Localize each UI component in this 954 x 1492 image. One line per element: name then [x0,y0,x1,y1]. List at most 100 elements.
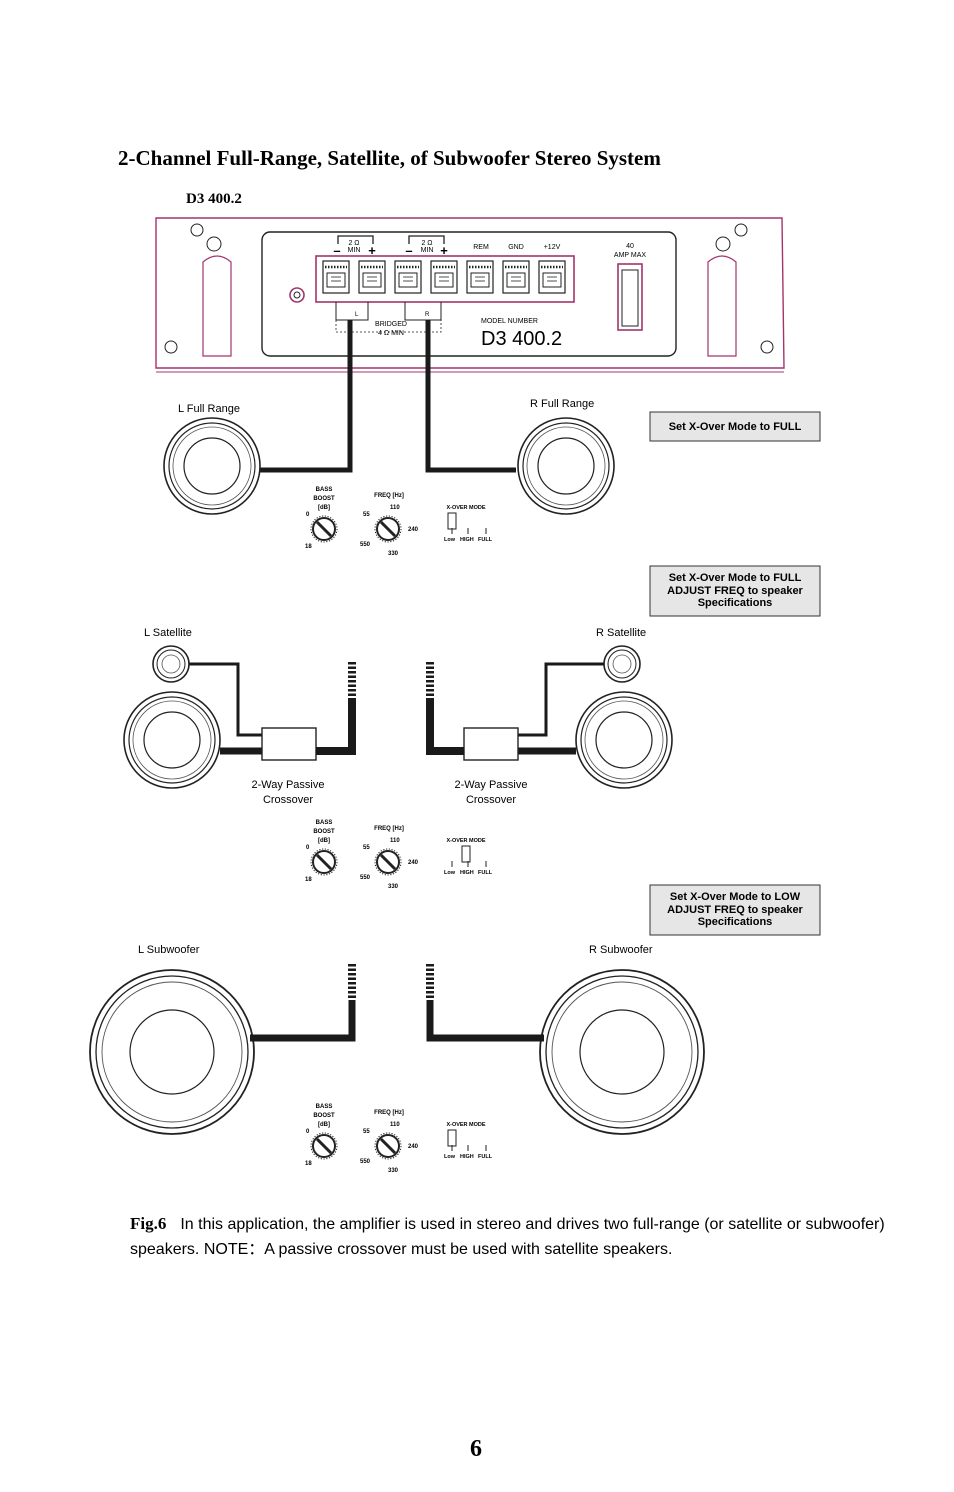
l-satellite-label: L Satellite [144,627,192,639]
bass-boost-unit: [dB] [318,1122,330,1128]
note-sub-2: ADJUST FREQ to speaker [667,904,803,916]
page-number: 6 [470,1436,482,1462]
freq-240: 240 [408,860,419,866]
model-label: D3 400.2 [186,191,242,207]
subwoofer-section: L Subwoofer R Subwoofer Set X-Over Mode … [89,884,821,1135]
bass-boost-label-2: BOOST [313,829,335,835]
bridged-min-label: 4 Ω MIN [378,330,404,337]
r-subwoofer-speaker [539,969,705,1135]
r-satellite-tweeter [603,645,641,683]
r-satellite-woofer [575,691,673,789]
ohm-min-label-2: 2 Ω [421,240,432,247]
r-full-range-speaker [517,417,615,515]
control-panel-2: BASS BOOST [dB] 0 18 FREQ [Hz] 55 110 24… [305,820,493,890]
bridged-label: BRIDGED [375,321,407,328]
freq-dial [373,514,403,544]
xover-full: FULL [478,537,493,543]
l-crossover-label-1: 2-Way Passive [252,779,325,791]
figure-caption-text: In this application, the amplifier is us… [130,1216,885,1258]
xover-label: X-OVER MODE [446,1122,485,1128]
plus-label-2: + [440,243,448,258]
l-subwoofer-speaker [89,969,255,1135]
minus-label-1: – [333,243,340,258]
gnd-label: GND [508,244,524,251]
amp-max-value: 40 [626,243,634,250]
amp-max-label: AMP MAX [614,252,646,259]
freq-label: FREQ [Hz] [374,1110,404,1116]
note-full: Set X-Over Mode to FULL [669,421,802,433]
freq-550: 550 [360,1159,371,1165]
bass-boost-dial [309,847,339,877]
freq-110: 110 [390,838,400,844]
xover-low: Low [444,870,456,876]
v12-label: +12V [544,244,561,251]
l-satellite-tweeter [152,645,190,683]
ohm-min-label-2b: MIN [421,247,434,254]
freq-330: 330 [388,1168,399,1174]
right-channel-label: R [425,312,430,318]
freq-label: FREQ [Hz] [374,826,404,832]
bass-boost-label: BASS [316,1104,333,1110]
bass-boost-label: BASS [316,487,333,493]
xover-low: Low [444,1154,456,1160]
minus-label-2: – [405,243,412,258]
satellite-section: L Satellite R Satellite 2-Way Passive Cr… [123,565,821,806]
bass-boost-min: 0 [306,845,310,851]
freq-240: 240 [408,1144,419,1150]
freq-label: FREQ [Hz] [374,493,404,499]
ohm-min-label-1: 2 Ω [348,240,359,247]
xover-label: X-OVER MODE [446,505,485,511]
bass-boost-label-2: BOOST [313,496,335,502]
r-crossover-label-2: Crossover [466,794,516,806]
bass-boost-min: 0 [306,1129,310,1135]
bass-boost-max: 18 [305,1161,312,1167]
l-subwoofer-label: L Subwoofer [138,944,200,956]
freq-550: 550 [360,875,371,881]
note-sat-3: Specifications [698,597,773,609]
freq-110: 110 [390,1122,400,1128]
bass-boost-min: 0 [306,512,310,518]
freq-110: 110 [390,505,400,511]
page-title: 2-Channel Full-Range, Satellite, of Subw… [118,146,661,170]
freq-dial [373,1131,403,1161]
bass-boost-label-2: BOOST [313,1113,335,1119]
r-satellite-label: R Satellite [596,627,646,639]
r-full-range-label: R Full Range [530,398,594,410]
freq-dial [373,847,403,877]
l-crossover-label-2: Crossover [263,794,313,806]
bass-boost-max: 18 [305,544,312,550]
l-full-range-speaker [163,417,261,515]
xover-high: HIGH [460,537,474,543]
bass-boost-max: 18 [305,877,312,883]
freq-330: 330 [388,884,399,890]
amplifier: 2 Ω MIN 2 Ω MIN – + – + REM GND +12V 40 … [155,217,785,373]
l-satellite-woofer [123,691,221,789]
model-number: D3 400.2 [481,328,562,350]
bass-boost-dial [309,1131,339,1161]
freq-55: 55 [363,845,370,851]
note-sat-1: Set X-Over Mode to FULL [669,572,802,584]
freq-55: 55 [363,512,370,518]
bass-boost-dial [309,514,339,544]
bass-boost-unit: [dB] [318,838,330,844]
note-sub-1: Set X-Over Mode to LOW [670,891,801,903]
figure-label: Fig.6 [130,1214,167,1233]
l-full-range-label: L Full Range [178,403,240,415]
xover-high: HIGH [460,870,474,876]
xover-full: FULL [478,870,493,876]
model-number-caption: MODEL NUMBER [481,318,538,325]
left-channel-label: L [355,312,359,318]
freq-240: 240 [408,527,419,533]
r-crossover-label-1: 2-Way Passive [455,779,528,791]
full-range-section: L Full Range R Full Range Set X-Over Mod… [163,320,821,515]
bass-boost-label: BASS [316,820,333,826]
bass-boost-unit: [dB] [318,505,330,511]
xover-label: X-OVER MODE [446,838,485,844]
xover-low: Low [444,537,456,543]
rem-label: REM [473,244,489,251]
freq-330: 330 [388,551,399,557]
note-sat-2: ADJUST FREQ to speaker [667,585,803,597]
control-panel-1: BASS BOOST [dB] 0 18 FREQ [Hz] 55 110 24… [305,487,493,557]
xover-high: HIGH [460,1154,474,1160]
